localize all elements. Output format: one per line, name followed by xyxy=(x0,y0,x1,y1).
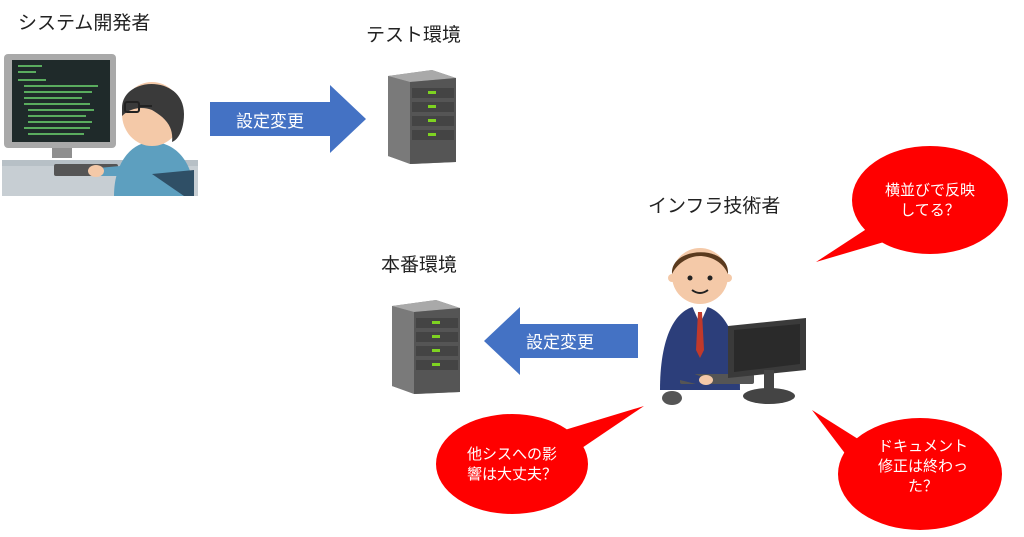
speech-bubble-rollout xyxy=(816,146,1008,262)
config-change-label-bottom: 設定変更 xyxy=(526,333,594,353)
infra-engineer-head xyxy=(672,248,728,304)
rollout-question: 横並びで反映 してる？ xyxy=(884,181,975,219)
prod-env-label: 本番環境 xyxy=(381,254,458,276)
config-change-arrow-bottom xyxy=(484,307,638,375)
developer-illustration xyxy=(2,54,198,196)
config-change-label-top: 設定変更 xyxy=(236,112,304,132)
impact-question: 他シスへの影 響は大丈夫？ xyxy=(466,445,557,483)
speech-bubble-docs xyxy=(812,410,1002,530)
prod-server-icon xyxy=(392,300,460,394)
developer-label: システム開発者 xyxy=(18,12,151,34)
speech-bubble-impact xyxy=(436,406,644,514)
test-server-icon xyxy=(388,70,456,164)
docs-question: ドキュメント 修正は終わっ た？ xyxy=(877,437,968,495)
config-change-arrow-top xyxy=(210,85,366,153)
infra-engineer-label: インフラ技術者 xyxy=(648,195,781,217)
infra-engineer-illustration xyxy=(660,248,806,405)
test-env-label: テスト環境 xyxy=(366,24,462,46)
infra-mouse xyxy=(662,391,682,405)
